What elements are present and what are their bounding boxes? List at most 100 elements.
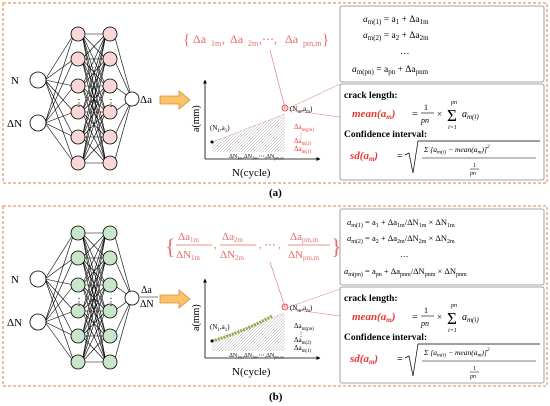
equations-b-lines: am(1) = a1 + Δa1m/ΔN1m × ΔN1m am(2) = a2… xyxy=(344,217,467,278)
set-frac-3-den: ΔNpm,m xyxy=(288,249,320,262)
svg-text:, ⋯ ,: , ⋯ , xyxy=(259,239,281,251)
chart-a-xlabel: N(cycle) xyxy=(232,167,271,179)
chart-b-delta-dots: ⋮ xyxy=(298,332,304,338)
equation-b-line-2: am(2) = a2 + Δa2m/ΔN2m × ΔN2m xyxy=(347,233,455,245)
process-arrow-b xyxy=(159,289,191,309)
chart-b-end-label: (Nm,am) xyxy=(290,304,313,314)
equation-b-ellipsis: … xyxy=(400,249,409,259)
mean-function-a: mean(am) xyxy=(352,108,395,121)
delta-b-set: { Δa1m ΔN1m , Δa2m ΔN2m , ⋯ , Δapm,m ΔNp… xyxy=(165,231,342,262)
output-label-delta-a: Δa xyxy=(140,94,152,106)
stats-a-box xyxy=(339,83,545,181)
crack-length-label-a: crack length: xyxy=(344,91,398,101)
network-a-output-node xyxy=(124,91,140,107)
chart-a-end-label: (Nm,am) xyxy=(290,105,313,115)
sd-sqrt-b xyxy=(404,343,540,377)
svg-text:pm,m: pm,m xyxy=(303,39,322,48)
chart-b-delta-1: Δam(1) xyxy=(294,344,312,354)
network-b-output-node xyxy=(124,290,140,306)
sd-denominator-den-a: pn xyxy=(469,171,476,177)
panel-b-border xyxy=(2,205,548,387)
network-a-input-nodes xyxy=(29,71,47,132)
set-frac-2-den: ΔN2m xyxy=(220,249,245,262)
input-node-delta-n xyxy=(29,313,47,331)
chart-b-green-curve xyxy=(211,314,273,343)
chart-b: a(mm) N(cycle) (N1,a1) (Nm,am) Δam(pn) ⋮… xyxy=(191,261,341,378)
mean-equals-a: = xyxy=(412,109,418,120)
input-label-n: N xyxy=(11,75,19,87)
chart-b-hatched-region xyxy=(212,313,285,351)
confidence-label-b: Confidence interval: xyxy=(344,333,427,343)
sd-numerator-b: Σ [am(i) − mean(am)]2 xyxy=(423,347,490,359)
equations-b-box xyxy=(339,208,545,286)
mean-frac-den-b: pn xyxy=(420,319,429,328)
equation-a-ellipsis: … xyxy=(400,47,410,57)
svg-text:1m: 1m xyxy=(211,39,222,48)
set-frac-1-den: ΔN1m xyxy=(176,249,201,262)
equation-a-line-1: am(1) = a1 + Δa1m xyxy=(363,15,429,26)
set-frac-1-num: Δa1m xyxy=(178,231,199,244)
network-b-hidden-layer-1 xyxy=(70,225,86,370)
mean-sum-bottom-a: i=1 xyxy=(448,125,457,131)
chart-a-callout-line xyxy=(269,49,286,109)
caption-a: (a) xyxy=(269,187,282,199)
equations-a-box xyxy=(339,5,545,83)
svg-text:Δa: Δa xyxy=(285,32,299,46)
equation-b-line-pn: am(pn) = apn + Δapnm/ΔNpnm × ΔNpnm xyxy=(344,266,467,278)
sd-denominator-num-b: 1 xyxy=(473,366,476,372)
sd-function-b: sd(am) xyxy=(349,353,378,366)
mean-frac-den-a: pn xyxy=(420,116,429,125)
sd-equals-a: = xyxy=(397,151,403,162)
sd-denominator-den-b: pn xyxy=(469,374,476,380)
equation-a-line-2: am(2) = a2 + Δa2m xyxy=(363,31,429,42)
input-label-n: N xyxy=(11,274,19,286)
chart-a-hatched-region xyxy=(212,114,285,152)
network-b-input-nodes xyxy=(29,270,47,331)
chart-a-xticks: ΔN1m,ΔN2m,⋯,ΔNpm,m xyxy=(229,154,284,162)
network-a-hidden-layer-1 xyxy=(70,26,86,171)
caption-b: (b) xyxy=(269,391,283,403)
chart-a-delta-2: Δam(2) xyxy=(294,137,312,147)
mean-sum-top-b: pn xyxy=(450,303,457,309)
mean-sum-bottom-b: i=1 xyxy=(448,328,457,334)
mean-sum-sym-a: Σ xyxy=(447,106,457,125)
crack-length-label-b: crack length: xyxy=(344,294,398,304)
equation-a-line-pn: am(pn) = apn + Δapnm xyxy=(352,65,429,76)
chart-a-callout-line-2 xyxy=(288,83,341,109)
mean-sum-sym-b: Σ xyxy=(447,309,457,328)
chart-a-start-point xyxy=(210,140,214,144)
chart-b-callout-line-3 xyxy=(288,308,341,317)
sd-sqrt-a xyxy=(404,140,540,174)
output-label-den: ΔN xyxy=(140,299,154,310)
equations-a-lines: am(1) = a1 + Δa1m am(2) = a2 + Δa2m … am… xyxy=(352,15,429,76)
svg-text:}: } xyxy=(322,32,329,48)
chart-b-trend-line xyxy=(211,312,286,342)
input-node-n xyxy=(29,71,47,89)
network-a-edges xyxy=(44,33,133,164)
chart-b-delta-2: Δam(2) xyxy=(294,336,312,346)
input-node-delta-n xyxy=(29,114,47,132)
sd-denominator-num-a: 1 xyxy=(473,163,476,169)
chart-b-delta-pn: Δam(pn) xyxy=(294,322,314,332)
ellipsis-dots: ⋮ xyxy=(74,297,84,308)
set-frac-2-num: Δa2m xyxy=(222,231,243,244)
stats-b-box xyxy=(339,286,545,384)
panel-a-border xyxy=(2,2,548,184)
ellipsis-dots: ⋮ xyxy=(74,98,84,109)
chart-a-delta-1: Δam(1) xyxy=(294,145,312,155)
svg-text:2m: 2m xyxy=(248,39,259,48)
input-label-delta-n: ΔN xyxy=(7,317,22,329)
chart-a-ylabel: a(mm) xyxy=(191,105,202,132)
svg-text:Δa: Δa xyxy=(230,32,244,46)
chart-b-start-label: (N1,a1) xyxy=(210,323,230,333)
mean-sum-term-a: am(i) xyxy=(462,109,479,121)
chart-a-callout-line-3 xyxy=(288,109,341,118)
process-arrow-a xyxy=(159,90,191,110)
svg-text:}: } xyxy=(331,234,342,259)
delta-a-set: { Δa 1m , Δa 2m ,⋯, Δa pm,m } xyxy=(183,32,329,48)
chart-b-xlabel: N(cycle) xyxy=(232,366,271,378)
chart-b-xticks: ΔN1m,ΔN2m,⋯,ΔNpm,m xyxy=(229,353,284,361)
network-a-hidden-layer-2 xyxy=(102,26,118,171)
network-b-edges xyxy=(44,232,133,363)
